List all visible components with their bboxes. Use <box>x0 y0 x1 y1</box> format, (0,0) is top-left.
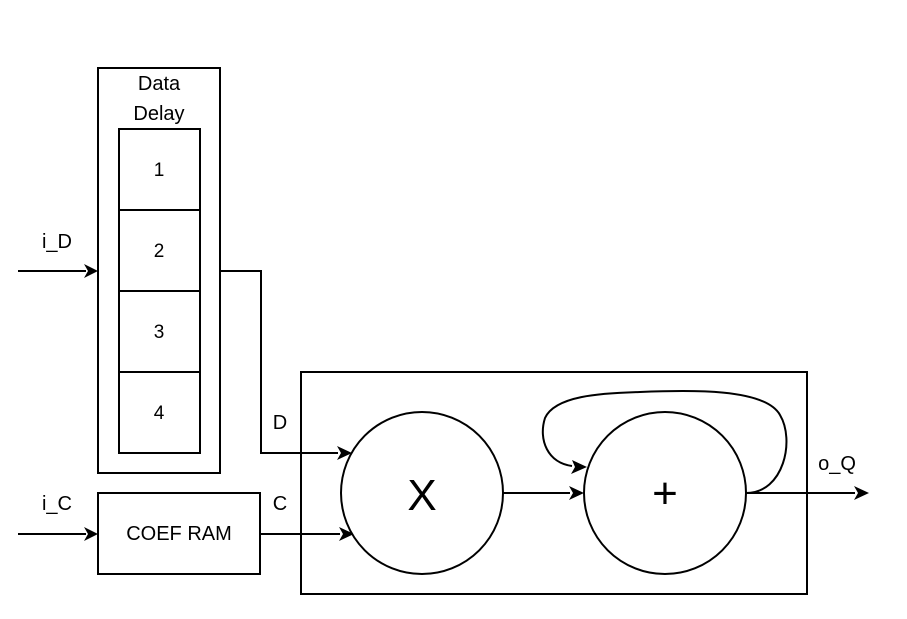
arrowhead-d <box>337 446 352 460</box>
wire-d <box>220 270 338 454</box>
multiplier-symbol: X <box>407 471 436 520</box>
signal-label-d: D <box>273 412 287 434</box>
arrowhead-o-q <box>854 486 869 500</box>
delay-tap-4 <box>118 371 201 454</box>
delay-tap-1 <box>118 128 201 211</box>
arrowhead-product <box>569 486 584 500</box>
arrowhead-c <box>339 527 354 541</box>
arrowhead-i-d <box>84 264 98 278</box>
arrowhead-i-c <box>84 527 98 541</box>
wire-feedback-loop <box>541 389 788 494</box>
delay-tap-1-label: 1 <box>154 160 165 181</box>
signal-label-i-c: i_C <box>42 493 72 515</box>
coef-ram-label: COEF RAM <box>126 523 232 545</box>
delay-tap-3-label: 3 <box>154 322 165 343</box>
delay-tap-3 <box>118 290 201 373</box>
coef-ram-block <box>97 492 261 575</box>
signal-label-c: C <box>273 493 287 515</box>
delay-tap-2-label: 2 <box>154 241 165 262</box>
data-delay-title-line2: Delay <box>133 103 184 125</box>
signal-label-i-d: i_D <box>42 231 72 253</box>
signal-label-o-q: o_Q <box>818 453 856 475</box>
data-delay-title-line1: Data <box>138 73 181 95</box>
adder-symbol: + <box>652 469 678 518</box>
delay-tap-4-label: 4 <box>154 403 165 424</box>
arrowhead-feedback <box>571 460 587 474</box>
